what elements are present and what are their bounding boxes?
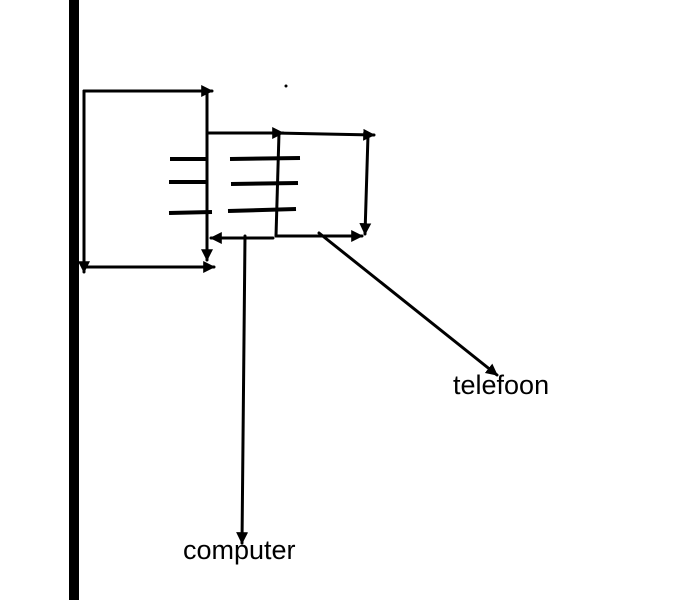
- dot-mark: [284, 84, 288, 88]
- computer-label: computer: [183, 535, 296, 565]
- tick-marks: [168, 156, 301, 215]
- computer-leader-arrow: [236, 234, 249, 545]
- computer-box: [206, 127, 285, 244]
- telefoon-label: telefoon: [453, 370, 549, 400]
- outer-box: [78, 85, 216, 274]
- telefoon-leader-arrow: [317, 231, 499, 377]
- wall: [69, 0, 79, 600]
